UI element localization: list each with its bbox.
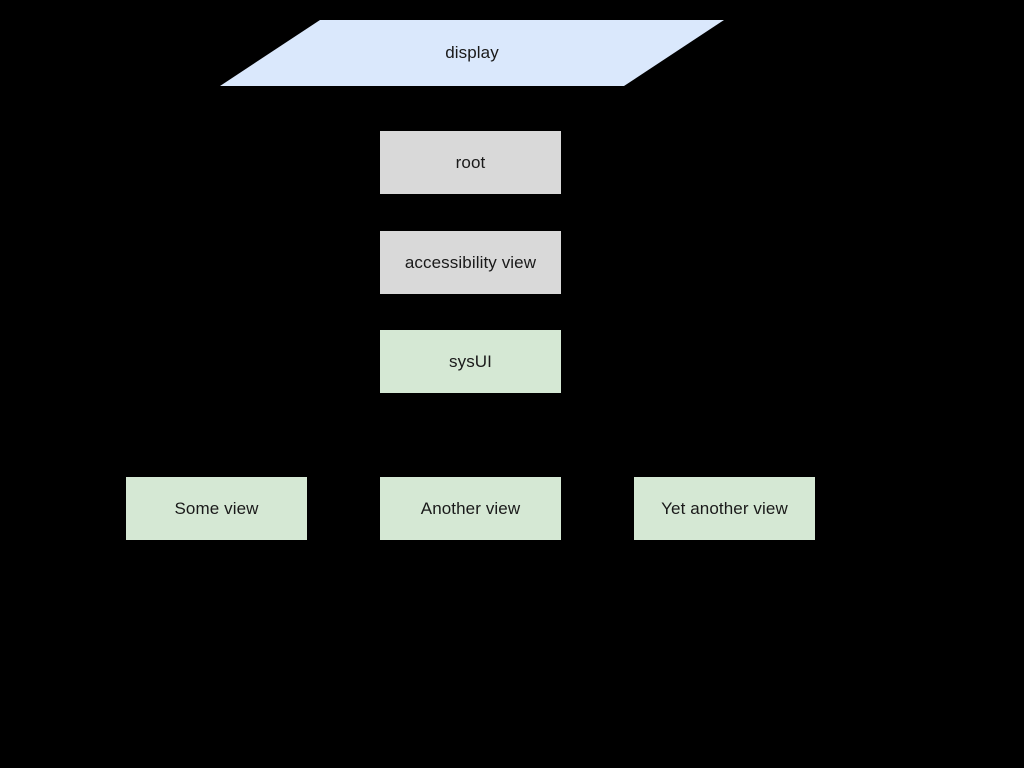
node-some-view-label: Some view <box>174 498 259 518</box>
node-accessibility-view[interactable]: accessibility view <box>380 231 561 294</box>
node-another-view-label: Another view <box>420 498 521 518</box>
node-accessibility-view-label: accessibility view <box>404 252 537 272</box>
node-yet-another-view[interactable]: Yet another view <box>634 477 815 540</box>
node-display-label: display <box>445 43 499 62</box>
display-parallelogram-shape <box>220 20 724 86</box>
node-display[interactable]: display <box>220 18 724 88</box>
node-yet-another-view-label: Yet another view <box>661 498 788 518</box>
node-sysui-label: sysUI <box>449 351 492 371</box>
node-root-label: root <box>455 152 486 172</box>
node-sysui[interactable]: sysUI <box>380 330 561 393</box>
node-another-view[interactable]: Another view <box>380 477 561 540</box>
node-root[interactable]: root <box>380 131 561 194</box>
node-some-view[interactable]: Some view <box>126 477 307 540</box>
